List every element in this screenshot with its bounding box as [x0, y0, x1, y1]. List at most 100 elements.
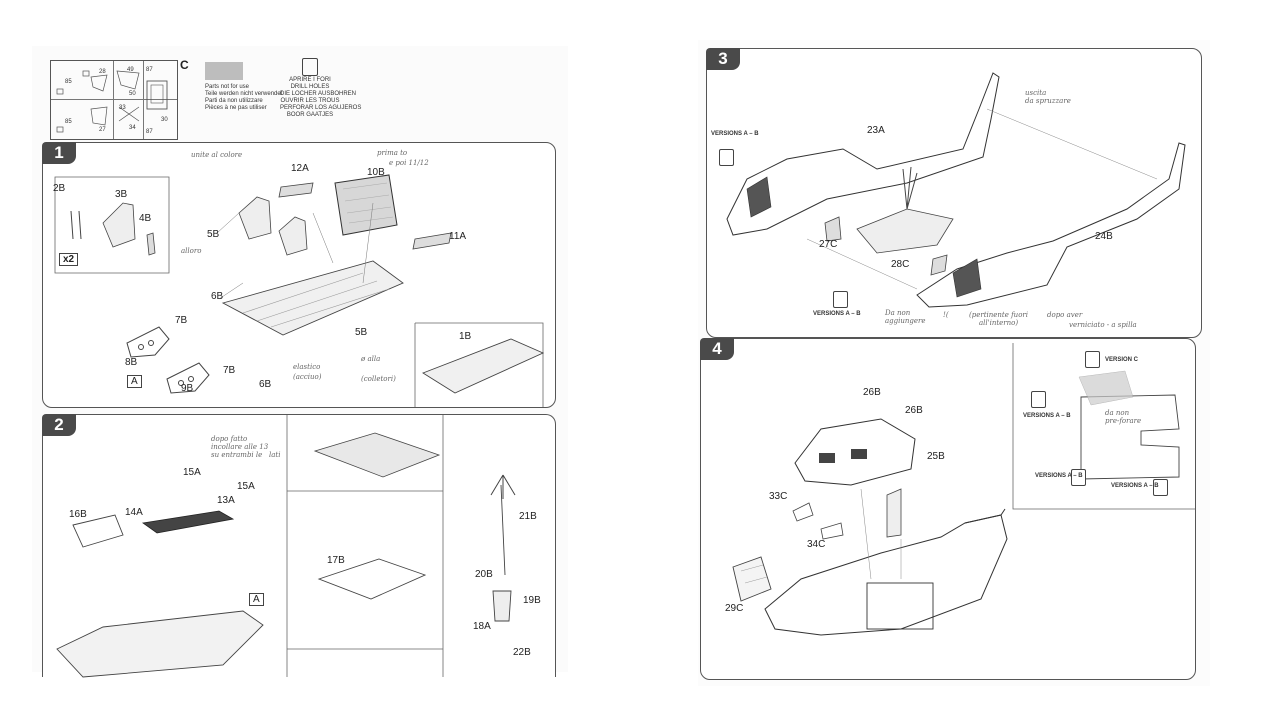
handwritten-note: su entrambi le [211, 451, 263, 459]
step-number-badge: 3 [706, 48, 740, 70]
handwritten-note: ø alla [361, 355, 381, 363]
part-label: 5B [355, 327, 368, 338]
version-label: VERSIONS A – B [711, 131, 759, 137]
version-label: VERSIONS A – B [1111, 483, 1159, 489]
part-label: 27C [819, 239, 838, 250]
step-1-drawing [54, 174, 545, 407]
step-2-drawing [56, 415, 516, 678]
sprue-number: 28 [99, 69, 106, 75]
part-label: 26B [863, 387, 881, 398]
version-label: VERSION C [1105, 357, 1139, 363]
drill-hole-icon [1071, 469, 1086, 486]
instruction-page-right: 3 23A 24B 27C 28C VERSIONS A – B VERSION… [698, 40, 1210, 686]
handwritten-note: e poi 11/12 [389, 159, 429, 167]
drill-hole-icon [302, 58, 318, 76]
legend-text: Parts not for use [205, 84, 250, 90]
handwritten-note: uscita [1025, 89, 1047, 97]
legend-text: OUVRIR LES TROUS [280, 98, 340, 104]
part-label: 15A [237, 481, 255, 492]
drill-holes-legend: APRIRE I FORI DRILL HOLES DIE LOCHER AUS… [280, 77, 362, 119]
handwritten-note: da non [1105, 409, 1130, 417]
step-2-panel: 2 16B 14A 15A 15A 13A 17B 21B 20B 19B 18… [42, 414, 556, 678]
handwritten-note: alloro [181, 247, 202, 255]
handwritten-note: dopo fatto [211, 435, 248, 443]
drill-hole-icon [1153, 479, 1168, 496]
part-label: 1B [459, 331, 472, 342]
quantity-callout: x2 [59, 253, 79, 266]
part-label: 33C [769, 491, 788, 502]
handwritten-note: verniciato - a spilla [1069, 321, 1137, 329]
sprue-number: 49 [127, 67, 134, 73]
step-3-drawing [726, 72, 1186, 308]
part-label: 10B [367, 167, 385, 178]
part-label: 24B [1095, 231, 1113, 242]
sprue-number: 34 [129, 125, 136, 131]
handwritten-note: prima to [377, 149, 408, 157]
handwritten-note: pre-forare [1105, 417, 1142, 425]
version-label: VERSIONS A – B [1035, 473, 1083, 479]
instruction-page-left: 85 28 49 50 85 27 33 34 87 87 30 C [32, 46, 568, 678]
drill-hole-icon [1031, 391, 1046, 408]
handwritten-note: !( [943, 311, 949, 319]
sprue-number: 87 [146, 129, 153, 135]
part-label: 2B [53, 183, 66, 194]
handwritten-note: (colletori) [361, 375, 396, 383]
sprue-sketch [56, 70, 168, 133]
handwritten-note: elastico [293, 363, 321, 371]
sprue-number: 87 [146, 67, 153, 73]
part-label: 12A [291, 163, 309, 174]
handwritten-note: Da non [885, 309, 911, 317]
sprue-number: 85 [65, 79, 72, 85]
legend-text: DIE LOCHER AUSBOHREN [280, 91, 357, 97]
sprue-number: 85 [65, 119, 72, 125]
handwritten-note: incollare alle 13 [211, 443, 269, 451]
step-number-badge: 2 [42, 414, 76, 436]
drill-hole-icon [1085, 351, 1100, 368]
legend-text: Teile werden nicht verwendet [205, 91, 283, 97]
part-label: 3B [115, 189, 128, 200]
step-1-panel: 1 [42, 142, 556, 408]
sprue-number: 27 [99, 127, 106, 133]
step-4-drawing [732, 343, 1195, 636]
handwritten-note: (acciuo) [293, 373, 322, 381]
part-label: 7B [175, 315, 188, 326]
parts-not-for-use-swatch [205, 62, 243, 80]
drill-hole-icon [719, 149, 734, 166]
part-label: 20B [475, 569, 493, 580]
legend-letter: C [180, 58, 189, 72]
version-label: VERSIONS A – B [1023, 413, 1071, 419]
part-label: 6B [211, 291, 224, 302]
drill-hole-icon [833, 291, 848, 308]
legend-box: 85 28 49 50 85 27 33 34 87 87 30 [50, 60, 178, 140]
part-label: 34C [807, 539, 826, 550]
sprue-number: 30 [161, 117, 168, 123]
legend-text: PERFORAR LOS AGUJEROS [280, 105, 362, 111]
part-label: 9B [181, 383, 194, 394]
part-label: 29C [725, 603, 744, 614]
part-label: 26B [905, 405, 923, 416]
part-label: 15A [183, 467, 201, 478]
part-label: 28C [891, 259, 910, 270]
handwritten-note: lati [269, 451, 281, 459]
step-number-badge: 1 [42, 142, 76, 164]
sprue-number: 50 [129, 91, 136, 97]
assembly-ref-callout: A [249, 593, 264, 606]
part-label: 17B [327, 555, 345, 566]
handwritten-note: dopo aver [1047, 311, 1083, 319]
part-label: 18A [473, 621, 491, 632]
handwritten-note: all'interno) [979, 319, 1019, 327]
legend-text: BOOR GAATJES [286, 112, 334, 118]
parts-not-for-use-legend: Parts not for use Teile werden nicht ver… [205, 84, 282, 112]
assembly-ref-callout: A [127, 375, 142, 388]
sprue-grid: 85 28 49 50 85 27 33 34 87 87 30 [51, 61, 177, 139]
step-4-panel: 4 26B 26B 25B 33C 34C [700, 338, 1196, 680]
part-label: 22B [513, 647, 531, 658]
part-label: 25B [927, 451, 945, 462]
part-label: 5B [207, 229, 220, 240]
part-label: 21B [519, 511, 537, 522]
part-label: 23A [867, 125, 885, 136]
part-label: 6B [259, 379, 272, 390]
handwritten-note: aggiungere [885, 317, 926, 325]
legend-text: APRIRE I FORI [289, 77, 331, 83]
legend-text: DRILL HOLES [290, 84, 330, 90]
